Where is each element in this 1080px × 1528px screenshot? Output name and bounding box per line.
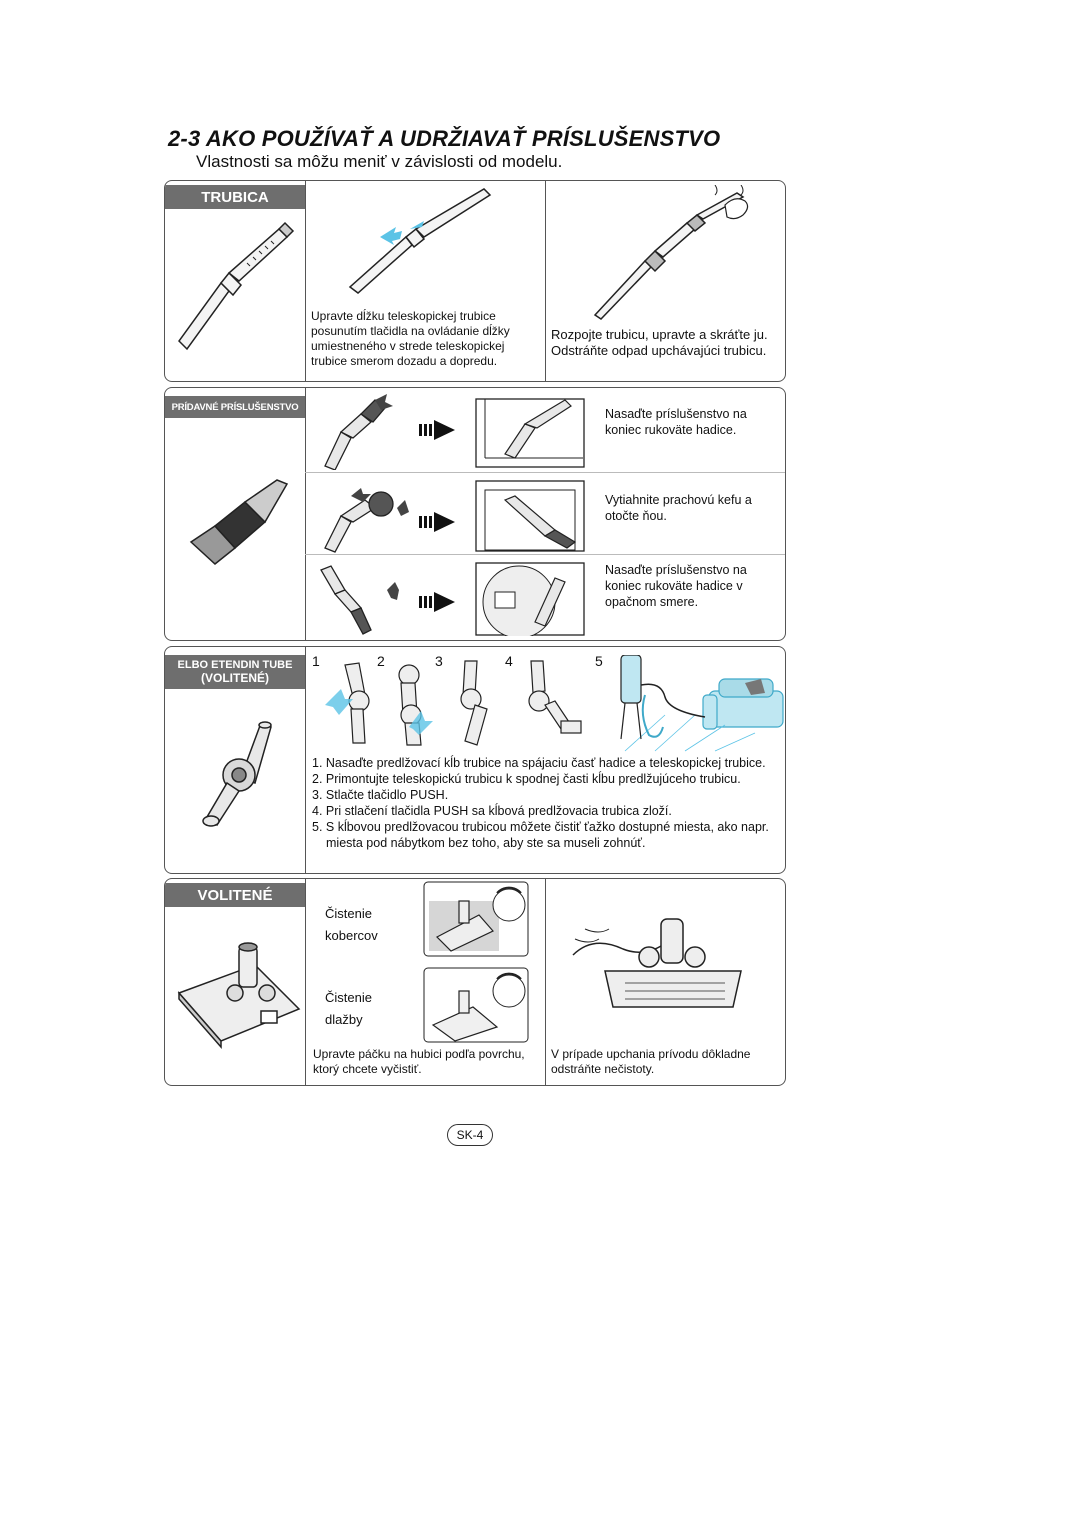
elbo-step-5: 5. S kĺbovou predlžovacou trubicou môžet…	[312, 820, 769, 850]
telescopic-tube-image	[178, 221, 295, 351]
carpet-mode-image	[423, 881, 529, 957]
elbo-step-2: 2. Primontujte teleskopickú trubicu k sp…	[312, 772, 741, 786]
trubica-header: TRUBICA	[165, 185, 305, 209]
page-number: SK-4	[447, 1124, 493, 1146]
volitene-text-1: Upravte páčku na hubici podľa povrchu, k…	[313, 1047, 525, 1076]
volitene-panel: VOLITENÉ Čistenie kobercov Čistenie dlaž…	[164, 878, 786, 1086]
trubica-text-2: Rozpojte trubicu, upravte a skráťte ju. …	[551, 327, 768, 358]
pridavne-row2-text: Vytiahnite prachovú kefu a otočte ňou.	[605, 493, 752, 523]
crevice-tool-image	[189, 479, 289, 565]
elbo-header-line1: ELBO ETENDIN TUBE	[177, 659, 293, 671]
step-number: 5	[595, 653, 603, 669]
floor-mode-image	[423, 967, 529, 1043]
trubica-panel: TRUBICA Upravte dĺžku teleskopickej trub…	[164, 180, 786, 382]
elbo-step-images	[325, 655, 784, 752]
volitene-header: VOLITENÉ	[165, 883, 305, 907]
carpet-label: Čistenie kobercov	[325, 906, 378, 943]
adjust-tube-image	[348, 188, 492, 294]
elbo-header-line2: (VOLITENÉ)	[201, 671, 269, 685]
step-number: 1	[312, 653, 320, 669]
elbo-header: ELBO ETENDIN TUBE (VOLITENÉ)	[165, 655, 305, 689]
attach-result-3-image	[475, 562, 585, 636]
elbo-step-1: 1. Nasaďte predlžovací kĺb trubice na sp…	[312, 756, 766, 770]
page-title: 2-3 AKO POUŽÍVAŤ A UDRŽIAVAŤ PRÍSLUŠENST…	[168, 126, 721, 151]
disassemble-tube-image	[593, 185, 749, 320]
pridavne-row3-text: Nasaďte príslušenstvo na koniec rukoväte…	[605, 563, 747, 609]
elbo-step-4: 4. Pri stlačení tlačidla PUSH sa kĺbová …	[312, 804, 672, 818]
attach-step-3-image	[320, 565, 399, 635]
attach-result-1-image	[475, 398, 585, 468]
step-number: 4	[505, 653, 513, 669]
attach-step-1-image	[324, 394, 393, 470]
step-number: 2	[377, 653, 385, 669]
floor-label: Čistenie dlažby	[325, 990, 372, 1027]
trubica-text-1: Upravte dĺžku teleskopickej trubice posu…	[311, 309, 510, 368]
attach-step-2-image	[324, 488, 409, 553]
elbo-step-3: 3. Stlačte tlačidlo PUSH.	[312, 788, 449, 802]
pridavne-panel: PRÍDAVNÉ PRÍSLUŠENSTVO Nasaďte príslušen…	[164, 387, 786, 641]
clean-brush-image	[572, 918, 742, 1008]
arrow-right-icon	[419, 420, 455, 440]
pridavne-row1-text: Nasaďte príslušenstvo na koniec rukoväte…	[605, 407, 747, 437]
elbo-panel: ELBO ETENDIN TUBE (VOLITENÉ) 1 2 3 4 5	[164, 646, 786, 874]
step-number: 3	[435, 653, 443, 669]
volitene-text-2: V prípade upchania prívodu dôkladne odst…	[551, 1047, 751, 1076]
pridavne-header: PRÍDAVNÉ PRÍSLUŠENSTVO	[165, 396, 305, 418]
elbo-steps-list: 1. Nasaďte predlžovací kĺb trubice na sp…	[312, 755, 780, 851]
floor-brush-image	[177, 942, 301, 1049]
arrow-right-icon	[419, 512, 455, 532]
elbow-tube-image	[202, 721, 272, 827]
arrow-right-icon	[419, 592, 455, 612]
page-subtitle: Vlastnosti sa môžu meniť v závislosti od…	[196, 152, 563, 171]
attach-result-2-image	[475, 480, 585, 552]
